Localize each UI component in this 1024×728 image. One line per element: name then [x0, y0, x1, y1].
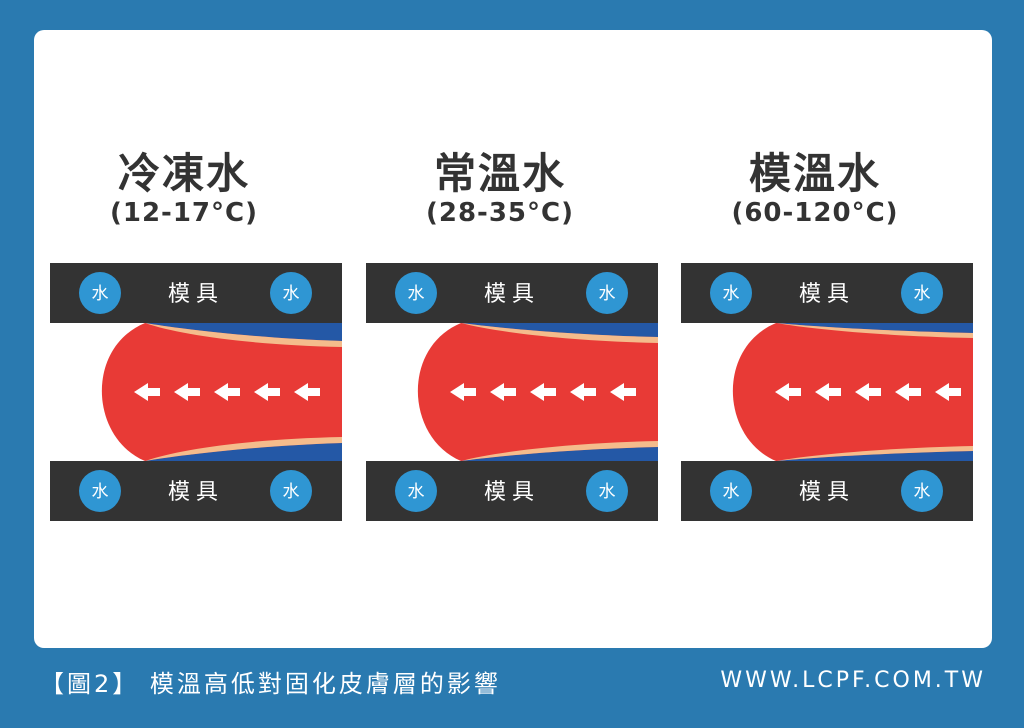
skin-layer-bottom	[145, 437, 342, 461]
water-channel-icon	[710, 272, 752, 314]
water-channel-icon	[79, 470, 121, 512]
melt-front	[732, 323, 973, 461]
water-channel-icon	[395, 272, 437, 314]
water-label: 水	[283, 284, 300, 304]
water-channel-icon	[79, 272, 121, 314]
panel-temperature: (28-35°C)	[425, 198, 574, 228]
water-channel-icon	[270, 272, 312, 314]
mold-label: 模具	[799, 282, 855, 307]
flow-arrows	[450, 383, 636, 401]
panel-title: 模溫水	[748, 149, 881, 198]
panel-temperature: (12-17°C)	[109, 198, 258, 228]
water-channel-icon	[901, 470, 943, 512]
panel-temperature: (60-120°C)	[731, 198, 899, 228]
water-label: 水	[283, 482, 300, 502]
water-label: 水	[914, 284, 931, 304]
water-channel-icon	[710, 470, 752, 512]
cooling-layer-top	[461, 323, 658, 337]
water-channel-icon	[586, 272, 628, 314]
water-label: 水	[408, 482, 425, 502]
water-channel-icon	[395, 470, 437, 512]
water-label: 水	[723, 482, 740, 502]
skin-layer-top	[145, 323, 342, 347]
water-channel-icon	[586, 470, 628, 512]
figure-caption: 【圖2】 模溫高低對固化皮膚層的影響	[40, 670, 501, 698]
water-label: 水	[599, 284, 616, 304]
mold-flow-diagram: 水 水 水 水 模具 模具	[50, 263, 342, 521]
water-label: 水	[723, 284, 740, 304]
mold-label: 模具	[484, 480, 540, 505]
cooling-layer-bottom	[145, 443, 342, 461]
cooling-layer-bottom	[461, 447, 658, 461]
flow-arrows	[775, 383, 961, 401]
water-label: 水	[408, 284, 425, 304]
flow-arrows	[134, 383, 320, 401]
mold-label: 模具	[484, 282, 540, 307]
panel-title: 常溫水	[433, 149, 566, 198]
skin-layer-bottom	[461, 441, 658, 461]
skin-layer-bottom	[776, 446, 973, 461]
mold-label: 模具	[168, 282, 224, 307]
water-channel-icon	[270, 470, 312, 512]
water-channel-icon	[901, 272, 943, 314]
water-label: 水	[914, 482, 931, 502]
content-card: 冷凍水 (12-17°C) 水 水 水 水 模具	[34, 30, 992, 648]
skin-layer-top	[776, 323, 973, 338]
panel-title: 冷凍水	[117, 149, 250, 198]
water-label: 水	[599, 482, 616, 502]
website-url[interactable]: WWW.LCPF.COM.TW	[720, 668, 986, 693]
mold-label: 模具	[799, 480, 855, 505]
mold-flow-diagram: 水 水 水 水 模具 模具	[366, 263, 658, 521]
water-label: 水	[92, 284, 109, 304]
mold-label: 模具	[168, 480, 224, 505]
panel-cold-water: 冷凍水 (12-17°C) 水 水 水 水 模具	[34, 30, 342, 648]
panel-room-temperature-water: 常溫水 (28-35°C) 水 水 水 水 模具	[350, 30, 658, 648]
skin-layer-top	[461, 323, 658, 343]
cooling-layer-top	[776, 323, 973, 333]
water-label: 水	[92, 482, 109, 502]
cooling-layer-bottom	[776, 451, 973, 461]
cooling-layer-top	[145, 323, 342, 341]
mold-flow-diagram: 水 水 水 水 模具 模具	[681, 263, 973, 521]
panel-mold-temperature-water: 模溫水 (60-120°C) 水 水 水 水 模具	[665, 30, 973, 648]
